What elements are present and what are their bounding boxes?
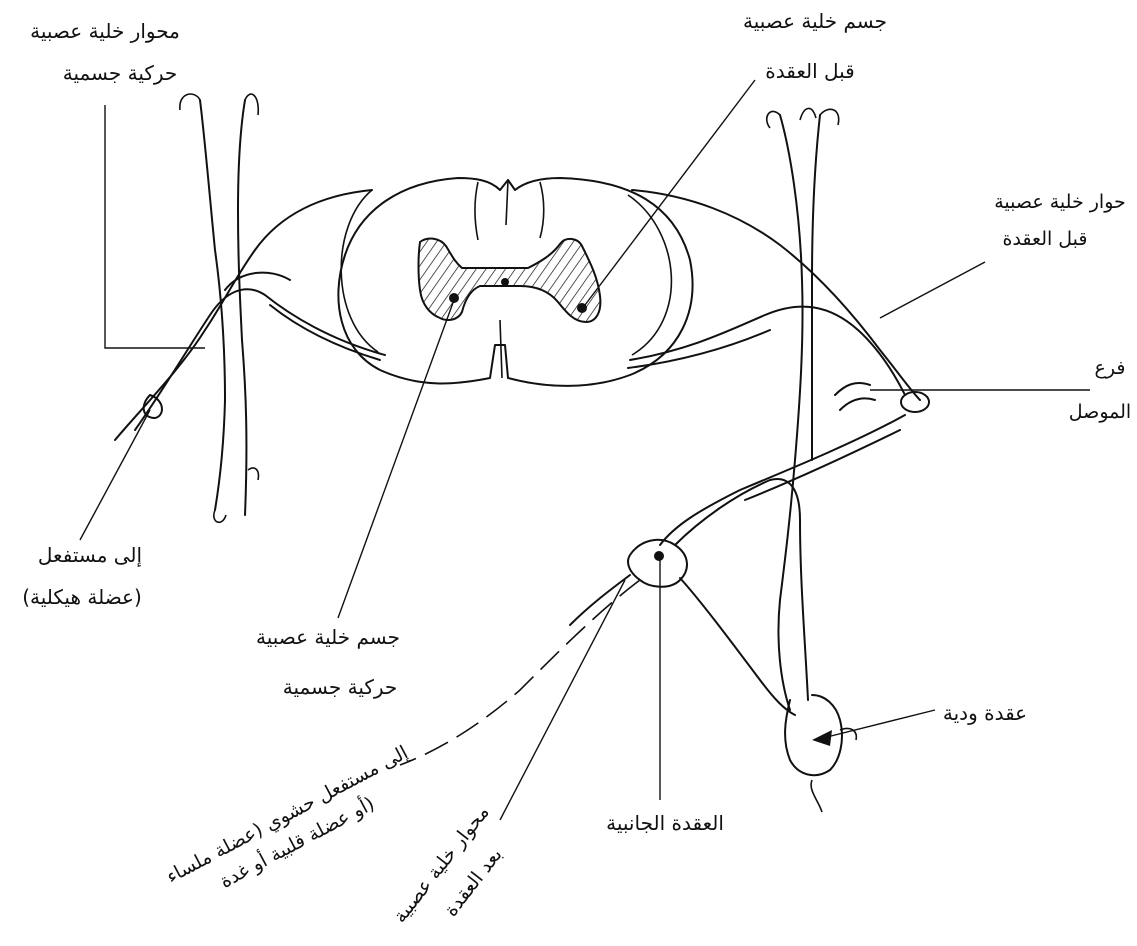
label-somatic-body-2: حركية جسمية xyxy=(283,675,398,699)
left-dorsal-root-curve xyxy=(341,190,378,352)
arrowhead-collateral xyxy=(812,730,832,746)
paravertebral-ganglion-dot xyxy=(654,551,664,561)
label-preganglionic-axon-2: قبل العقدة xyxy=(1002,228,1087,250)
label-somatic-axon-1: محوار خلية عصبية xyxy=(30,19,180,43)
postganglionic-fiber-solid xyxy=(570,575,630,625)
leader-somatic-axon xyxy=(105,105,205,348)
label-to-effector-2: (عضلة هيكلية) xyxy=(22,585,142,609)
label-preganglionic-axon-1: حوار خلية عصبية xyxy=(994,191,1126,213)
preganglionic-fiber-inner xyxy=(745,430,900,500)
left-vertical-nerve xyxy=(200,100,246,515)
label-preganglionic-body-1: جسم خلية عصبية xyxy=(743,9,887,33)
left-dorsal-root-ganglion xyxy=(225,273,290,290)
right-communicating-rami xyxy=(835,383,875,410)
label-somatic-body-1: جسم خلية عصبية xyxy=(256,625,400,649)
left-ganglion-loop xyxy=(144,395,162,418)
ganglion-branch-loop xyxy=(680,578,795,715)
label-to-effector-1: إلى مستفعل xyxy=(38,543,142,568)
sympathetic-pathway xyxy=(400,415,905,812)
leader-to-effector xyxy=(80,410,150,540)
left-spinal-nerve xyxy=(115,94,385,522)
label-visceral-effector-1: إلى مستفعل حشوي (عضلة ملساء xyxy=(163,742,412,889)
label-paravertebral-ganglion: العقدة الجانبية xyxy=(606,811,724,835)
label-collateral-ganglion: عقدة ودية xyxy=(943,701,1027,725)
anterior-median-fissure xyxy=(500,320,502,378)
white-matter-column-left xyxy=(475,182,478,240)
right-ventral-root-inner xyxy=(628,330,770,368)
leader-somatic-body xyxy=(338,300,454,618)
leader-postganglionic-axon xyxy=(500,580,625,820)
leader-collateral-ganglion xyxy=(815,710,935,740)
right-nerve-branches xyxy=(767,108,839,128)
label-somatic-axon-2: حركية جسمية xyxy=(63,61,178,85)
ganglion-branch-down xyxy=(675,479,808,700)
right-dorsal-root-upper xyxy=(632,190,920,400)
label-communicating-branch-1: فرع xyxy=(1095,357,1126,379)
white-matter-column-right xyxy=(540,182,544,238)
leader-lines xyxy=(80,80,1090,820)
posterior-median-sulcus xyxy=(506,180,508,225)
gray-matter xyxy=(419,239,601,322)
right-ventral-root-lower xyxy=(630,307,905,395)
labels: محوار خلية عصبية حركية جسمية جسم خلية عص… xyxy=(22,9,1131,927)
right-spinal-nerve xyxy=(628,108,929,710)
label-preganglionic-body-2: قبل العقدة xyxy=(765,59,855,83)
leader-preganglionic-body xyxy=(585,80,755,305)
right-vertical-nerve xyxy=(778,115,820,710)
central-neuron-dot xyxy=(501,278,509,286)
spinal-cord xyxy=(338,178,692,386)
paravertebral-ganglion-body xyxy=(628,540,687,587)
postganglionic-fiber xyxy=(400,580,640,765)
leader-preganglionic-axon xyxy=(880,262,985,318)
label-communicating-branch-2: الموصل xyxy=(1069,401,1131,423)
